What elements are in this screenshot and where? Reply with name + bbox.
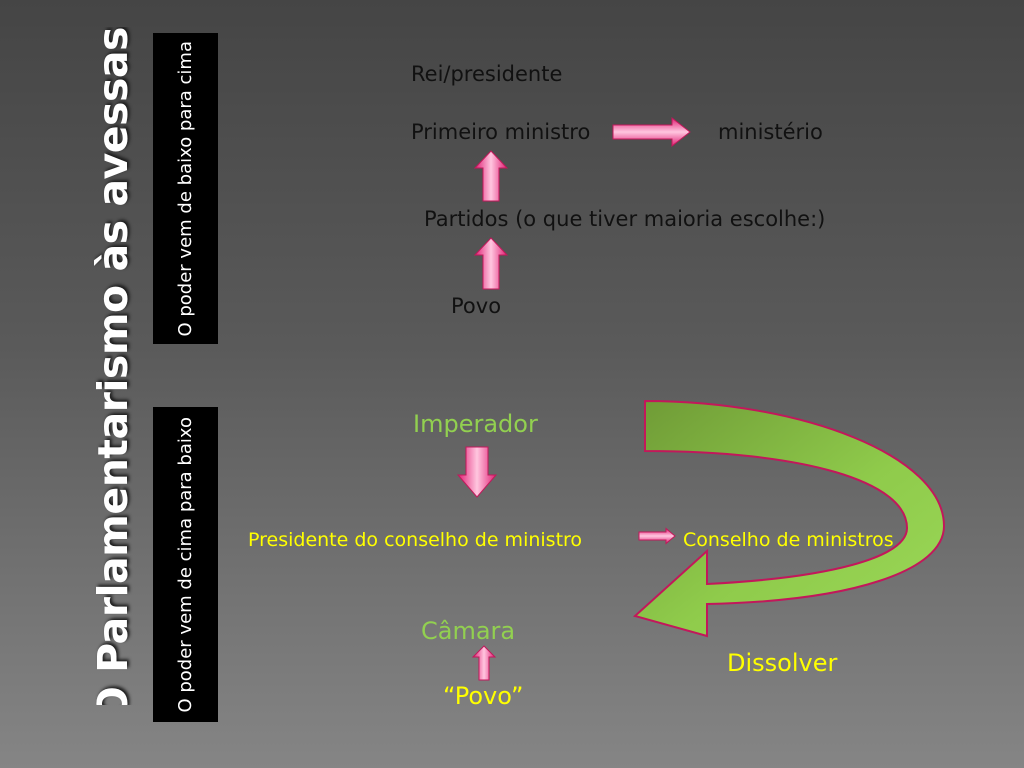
label-presidente-conselho: Presidente do conselho de ministro: [248, 529, 583, 551]
label-camara: Câmara: [421, 617, 516, 645]
arrow-right-small-icon: [638, 527, 676, 545]
label-ministerio: ministério: [718, 120, 823, 144]
arrow-right-icon: [612, 116, 691, 148]
arrow-down-icon: [456, 446, 498, 498]
slide-title: O Parlamentarismo às avessas.: [89, 27, 137, 705]
label-partidos: Partidos (o que tiver maioria escolhe:): [424, 207, 826, 231]
arrow-up-small-icon: [471, 645, 497, 681]
label-box-top-down: O poder vem de cima para baixo: [153, 407, 218, 722]
label-rei-presidente: Rei/presidente: [411, 62, 563, 86]
arrow-up-icon: [473, 237, 509, 290]
label-povo: Povo: [451, 294, 502, 318]
label-imperador: Imperador: [413, 410, 538, 438]
label-box-bottom-up: O poder vem de baixo para cima: [153, 33, 218, 344]
label-conselho-ministros: Conselho de ministros: [683, 529, 894, 551]
label-dissolver: Dissolver: [727, 649, 838, 677]
label-povo-quoted: “Povo”: [443, 682, 524, 710]
arrow-up-icon: [473, 150, 509, 202]
label-primeiro-ministro: Primeiro ministro: [411, 120, 591, 144]
curved-arrow-icon: [632, 399, 946, 638]
